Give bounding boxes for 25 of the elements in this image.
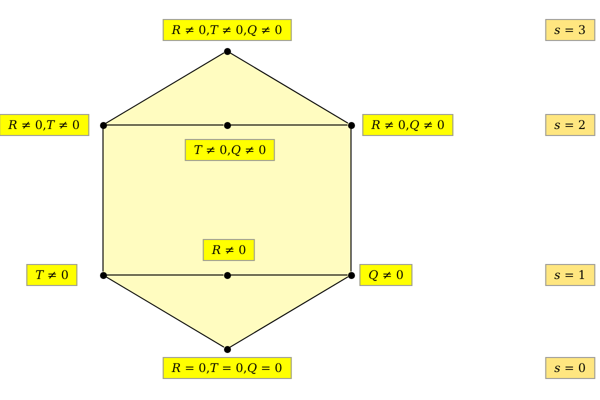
condition-label: R = 0,T = 0,Q = 0 — [162, 357, 292, 379]
line — [106, 124, 224, 126]
line — [230, 276, 348, 348]
line — [230, 274, 348, 276]
condition-label: R ≠ 0,T ≠ 0 — [0, 114, 89, 136]
condition-label: R ≠ 0,T ≠ 0,Q ≠ 0 — [162, 19, 292, 41]
level-label: s = 1 — [545, 264, 595, 286]
condition-label: T ≠ 0,Q ≠ 0 — [184, 139, 276, 161]
line — [106, 276, 224, 348]
line — [106, 52, 224, 124]
line — [350, 128, 352, 272]
level-label: s = 3 — [545, 19, 595, 41]
line — [106, 274, 224, 276]
level-label: s = 0 — [545, 357, 595, 379]
condition-label: Q ≠ 0 — [359, 264, 413, 286]
condition-label: R ≠ 0 — [202, 239, 256, 261]
line — [230, 52, 348, 124]
line — [102, 128, 104, 272]
condition-label: R ≠ 0,Q ≠ 0 — [362, 114, 454, 136]
condition-label: T ≠ 0 — [26, 264, 78, 286]
vertex-dot — [224, 48, 230, 54]
vertex-dot — [100, 272, 106, 278]
line — [230, 124, 348, 126]
level-label: s = 2 — [545, 114, 595, 136]
vertex-dot — [100, 122, 106, 128]
